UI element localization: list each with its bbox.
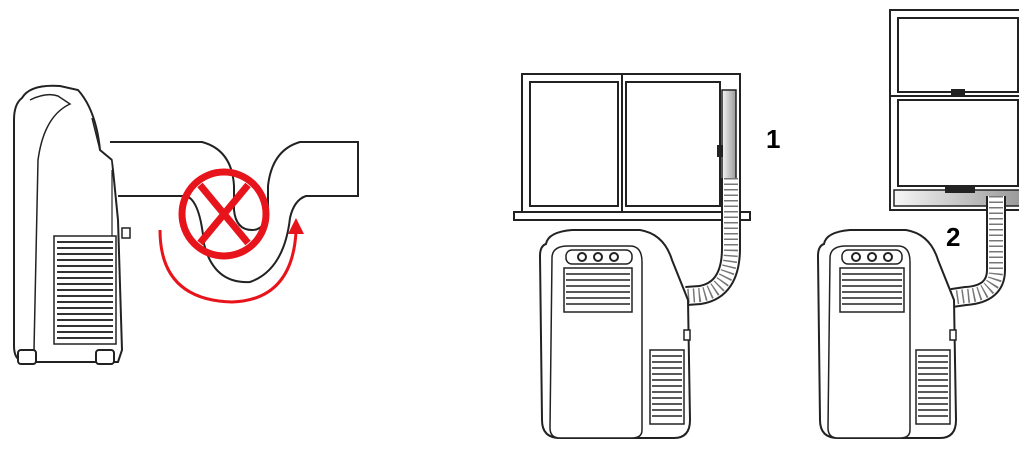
sliding-window <box>514 74 750 220</box>
exhaust-duct-bent <box>110 142 358 282</box>
ac-unit-front-2 <box>818 230 956 438</box>
option-2-label: 2 <box>946 224 960 250</box>
incorrect-hose-panel <box>14 86 358 364</box>
ac-unit-side-view <box>14 86 130 364</box>
window-option-1-panel <box>514 74 750 438</box>
window-option-2-panel <box>818 10 1019 438</box>
ac-unit-front-1 <box>540 230 690 438</box>
option-1-label: 1 <box>766 126 780 152</box>
sash-window <box>890 10 1019 210</box>
